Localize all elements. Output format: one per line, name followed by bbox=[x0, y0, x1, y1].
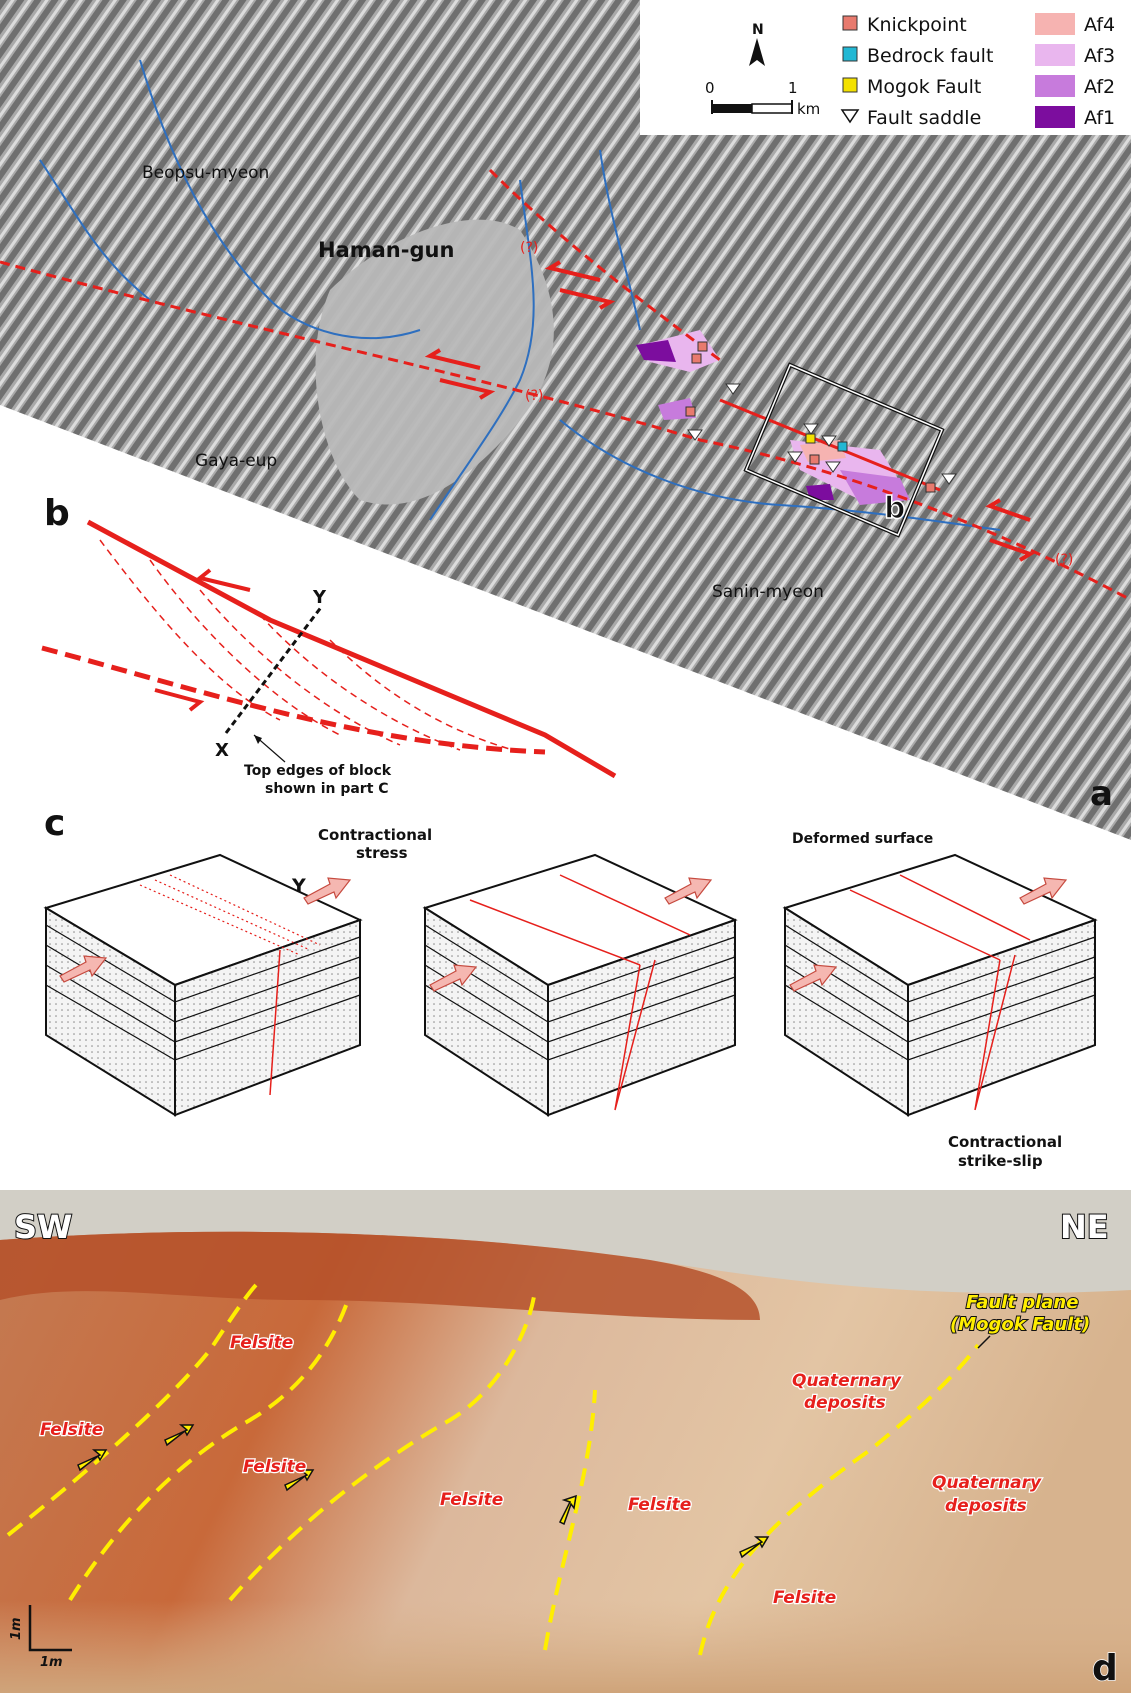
north-label: N bbox=[752, 22, 764, 38]
photo-fault-pointer bbox=[977, 1335, 991, 1349]
photo-felsite: Felsite bbox=[773, 1588, 836, 1608]
uncertain-mark: (?) bbox=[525, 388, 543, 404]
photo-slip-arrows bbox=[77, 1424, 770, 1559]
fault-b-splays bbox=[99, 539, 521, 753]
legend-saddle-icon bbox=[840, 109, 860, 124]
photo-felsite: Felsite bbox=[230, 1333, 293, 1353]
photo-ne: NE bbox=[1060, 1208, 1109, 1246]
legend-label-saddle: Fault saddle bbox=[867, 107, 981, 129]
photo-quaternary-2b: deposits bbox=[945, 1496, 1027, 1516]
c-stress-line1: Contractional bbox=[318, 826, 432, 844]
legend-label-bedrock: Bedrock fault bbox=[867, 45, 993, 67]
legend: Knickpoint Bedrock fault Mogok Fault Fau… bbox=[840, 13, 1115, 129]
fan-af1 bbox=[636, 340, 676, 362]
legend-swatch-af3 bbox=[1035, 44, 1075, 66]
uncertain-marks: (?) (?) (?) bbox=[520, 240, 1073, 568]
inset-box-b: b bbox=[743, 362, 945, 538]
photo-felsite: Felsite bbox=[40, 1420, 103, 1440]
block-2 bbox=[422, 853, 738, 1117]
photo-soil bbox=[0, 1231, 1131, 1693]
place-beopsu: Beopsu-myeon bbox=[142, 163, 269, 183]
map-hillshade bbox=[0, 0, 1131, 840]
legend-swatch-af4 bbox=[1035, 13, 1075, 35]
map-symbols bbox=[685, 341, 957, 493]
place-gaya: Gaya-eup bbox=[195, 451, 277, 471]
photo-fault-line1: Fault plane bbox=[966, 1292, 1078, 1313]
fault-b-lower bbox=[41, 645, 546, 755]
uncertain-mark: (?) bbox=[520, 240, 538, 256]
photo-scale bbox=[28, 1605, 72, 1652]
b-y-label: Y bbox=[312, 587, 327, 608]
legend-swatch-af2 bbox=[1035, 75, 1075, 97]
legend-label-af1: Af1 bbox=[1084, 107, 1115, 129]
legend-swatch-knickpoint bbox=[842, 15, 858, 31]
c-stress-line2: stress bbox=[356, 844, 408, 862]
photo-felsite: Felsite bbox=[440, 1490, 503, 1510]
north-arrow-icon bbox=[749, 38, 765, 66]
legend-swatch-af1 bbox=[1035, 106, 1075, 128]
panel-c-label: c bbox=[44, 803, 65, 844]
photo-fault-traces bbox=[6, 1281, 980, 1656]
photo-sw: SW bbox=[14, 1208, 72, 1246]
photo-quaternary-1a: Quaternary bbox=[792, 1371, 902, 1391]
place-haman: Haman-gun bbox=[318, 238, 454, 262]
fault-trace-north bbox=[488, 168, 721, 362]
panel-c: c Contractional stress Y X Deformed surf… bbox=[43, 803, 1098, 1170]
b-note-line2: shown in part C bbox=[265, 781, 389, 797]
panel-a-map: Beopsu-myeon Haman-gun Gaya-eup Sanin-my… bbox=[0, 0, 1131, 840]
scale-bar: 0 1 km bbox=[705, 79, 820, 118]
b-note-line1: Top edges of block bbox=[244, 763, 392, 779]
block-1 bbox=[43, 853, 363, 1117]
block-3 bbox=[782, 853, 1098, 1117]
map-valley bbox=[315, 219, 554, 505]
scale-one: 1 bbox=[788, 79, 798, 97]
legend-label-af4: Af4 bbox=[1084, 14, 1115, 36]
uncertain-mark: (?) bbox=[1055, 552, 1073, 568]
legend-swatch-bedrock bbox=[842, 46, 858, 62]
panel-b-label: b bbox=[44, 493, 70, 534]
photo-scale-h: 1m bbox=[40, 1655, 63, 1670]
scale-zero: 0 bbox=[705, 79, 715, 97]
place-sanin: Sanin-myeon bbox=[712, 582, 824, 602]
north-arrow: N bbox=[749, 22, 765, 66]
legend-label-af3: Af3 bbox=[1084, 45, 1115, 67]
c-deformed: Deformed surface bbox=[792, 831, 933, 847]
photo-fault-line2: (Mogok Fault) bbox=[950, 1314, 1090, 1335]
photo-felsite: Felsite bbox=[628, 1495, 691, 1515]
panel-a-label: a bbox=[1090, 774, 1113, 814]
legend-label-knickpoint: Knickpoint bbox=[867, 14, 967, 36]
c-strike-line1: Contractional bbox=[948, 1133, 1062, 1151]
fault-b-main bbox=[86, 519, 617, 779]
fault-b-arrows bbox=[154, 568, 251, 712]
panel-d-label: d bbox=[1092, 1648, 1118, 1689]
photo-felsite: Felsite bbox=[243, 1457, 306, 1477]
panel-d-photo: SW NE Felsite Felsite Felsite Felsite Fe… bbox=[0, 1190, 1131, 1693]
legend-label-af2: Af2 bbox=[1084, 76, 1115, 98]
photo-scale-v: 1m bbox=[9, 1617, 24, 1640]
legend-label-mogok: Mogok Fault bbox=[867, 76, 981, 98]
inset-box-label: b bbox=[884, 491, 905, 526]
slip-arrows bbox=[424, 260, 1035, 562]
panel-b: b Y X Top edges of block shown in part C bbox=[41, 493, 617, 797]
map-rivers bbox=[39, 59, 1001, 531]
photo-topsoil bbox=[0, 1231, 760, 1320]
c-strike-line2: strike-slip bbox=[958, 1152, 1043, 1170]
section-line-xy bbox=[224, 605, 324, 734]
fault-traces bbox=[0, 168, 1131, 602]
b-x-label: X bbox=[215, 740, 229, 761]
photo-quaternary-1b: deposits bbox=[804, 1393, 886, 1413]
stress-arrows bbox=[59, 877, 1068, 992]
legend-swatch-mogok bbox=[842, 77, 858, 93]
photo-quaternary-2a: Quaternary bbox=[932, 1473, 1042, 1493]
scale-unit: km bbox=[797, 100, 820, 118]
photo-ground bbox=[0, 1600, 1131, 1693]
fan-af1b bbox=[806, 484, 834, 500]
